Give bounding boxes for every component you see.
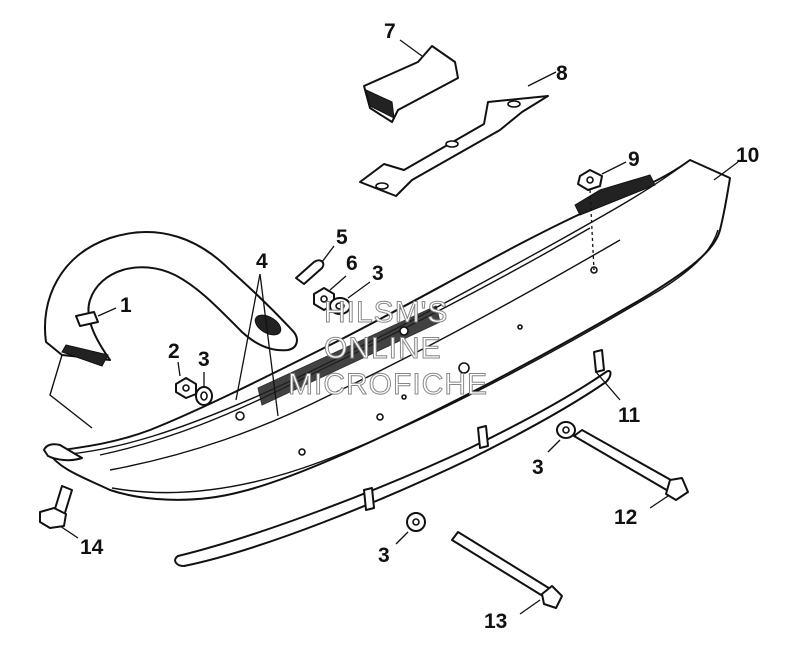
callout-11: 11 <box>618 404 641 427</box>
callout-8: 8 <box>556 62 568 85</box>
bracket-plate-part-8 <box>359 71 557 197</box>
callout-14: 14 <box>80 536 104 559</box>
bolt-part-14 <box>39 485 79 539</box>
watermark-line1: HILSM'S <box>324 296 448 329</box>
callout-1: 1 <box>120 294 132 317</box>
callout-2: 2 <box>168 340 180 363</box>
clip-part-1 <box>75 311 99 327</box>
callout-12: 12 <box>614 506 637 529</box>
callout-3: 3 <box>532 456 544 479</box>
nut-part-2 <box>175 361 197 399</box>
wear-bar-part-11 <box>174 349 621 567</box>
bolt-part-12 <box>547 421 689 509</box>
callout-3: 3 <box>372 262 384 285</box>
callout-4: 4 <box>256 250 268 273</box>
washer-part-3-left <box>195 372 213 406</box>
callout-3: 3 <box>198 348 210 371</box>
leader-1 <box>97 307 117 317</box>
wear-pad-part-7 <box>363 39 459 123</box>
bolt-part-13 <box>395 512 563 615</box>
watermark-line2: ONLINE <box>324 332 442 365</box>
callout-13: 13 <box>484 610 507 633</box>
ski-handle-loop <box>44 231 298 429</box>
leader-4 <box>235 273 261 401</box>
callout-5: 5 <box>336 226 348 249</box>
washer-part-3-upper <box>329 281 371 315</box>
callout-labels: 1 2 3 4 5 6 3 7 8 9 10 11 3 12 3 13 14 <box>80 20 759 633</box>
leader-10 <box>713 161 739 181</box>
callout-7: 7 <box>384 20 396 43</box>
watermark: HILSM'S ONLINE MICROFICHE <box>288 296 488 402</box>
callout-10: 10 <box>736 144 759 167</box>
cotter-pin-part-5 <box>295 245 335 285</box>
callout-6: 6 <box>346 252 358 275</box>
watermark-line3: MICROFICHE <box>288 368 488 401</box>
ski-body <box>43 159 731 501</box>
nut-part-9 <box>577 161 627 271</box>
callout-3: 3 <box>378 544 390 567</box>
callout-9: 9 <box>628 148 640 171</box>
